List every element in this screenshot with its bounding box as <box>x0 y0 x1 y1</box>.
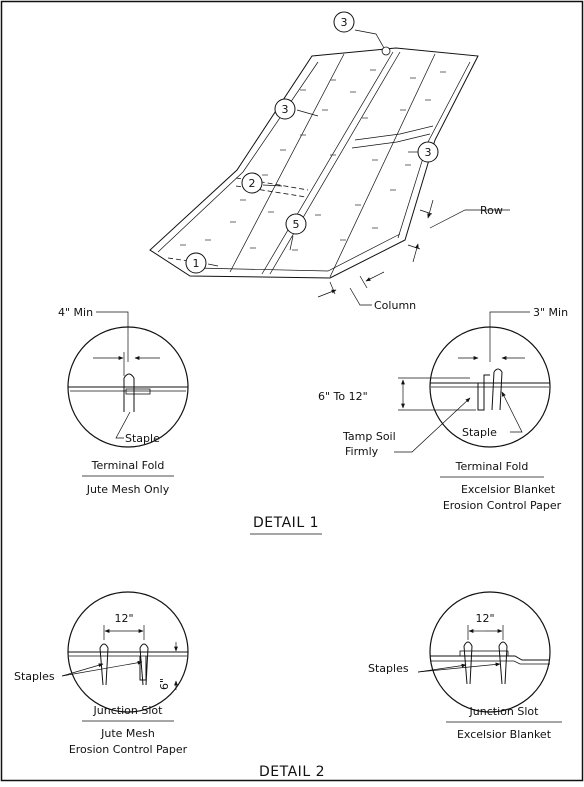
caption-erosion-control-paper-2: Erosion Control Paper <box>69 743 188 756</box>
callout-circle <box>285 213 307 235</box>
caption-jute-mesh: Jute Mesh <box>100 727 155 740</box>
strip-line <box>269 51 401 275</box>
staple-label-right: Staple <box>462 426 497 439</box>
caption-erosion-control-paper-1: Erosion Control Paper <box>443 499 562 512</box>
ground-line <box>430 660 550 665</box>
tamp-label-1: Tamp Soil <box>342 430 396 443</box>
caption-excelsior-blanket-2: Excelsior Blanket <box>457 728 552 741</box>
mesh-fold <box>125 388 151 395</box>
callout-number: 5 <box>293 218 300 231</box>
staples-label-left: Staples <box>14 670 55 683</box>
slope-bottom-inner-edge <box>195 233 401 272</box>
staple-shape <box>463 641 473 685</box>
callout-leader <box>207 263 219 267</box>
callout-leader <box>262 184 283 187</box>
dim-12-left-label: 12" <box>114 612 133 625</box>
ground-line <box>430 655 550 661</box>
column-label: Column <box>374 299 416 312</box>
strip-line <box>261 51 394 275</box>
row-leader <box>429 209 510 229</box>
callout-number: 1 <box>193 257 200 270</box>
caption-excelsior-blanket-1: Excelsior Blanket <box>461 483 556 496</box>
detail2-junction-slot-excelsior: 12" Staples Junction Slot Excelsior Blan… <box>368 591 562 741</box>
callout-leader <box>354 29 385 49</box>
detail1-terminal-fold-excelsior: 3" Min 6" To 12" Tamp Soil Firmly Staple… <box>318 306 568 512</box>
overlap-band <box>351 133 431 149</box>
strip-line <box>229 53 345 273</box>
detail1-title: DETAIL 1 <box>253 515 319 531</box>
callout-circle <box>241 172 263 194</box>
caption-terminal-fold-left: Terminal Fold <box>91 459 165 472</box>
min-3-label: 3" Min <box>533 306 568 319</box>
caption-terminal-fold-right: Terminal Fold <box>455 460 529 473</box>
caption-jute-mesh-only: Jute Mesh Only <box>86 483 170 496</box>
overlap-band <box>167 257 197 263</box>
staple-label-left: Staple <box>125 432 160 445</box>
dim-leader <box>489 311 530 362</box>
column-arrow <box>365 271 385 282</box>
strip-line <box>329 53 436 278</box>
staple-shape <box>498 641 508 685</box>
staples-leader <box>61 663 104 677</box>
dim-leader <box>96 311 129 362</box>
detail1-terminal-fold-jute: 4" Min Staple Terminal Fold Jute Mesh On… <box>58 306 189 496</box>
slope-outline <box>149 47 479 279</box>
slope-left-inner-edge <box>157 61 319 253</box>
staples-leader <box>61 660 143 677</box>
callout-circle <box>333 11 355 33</box>
row-extension <box>407 244 421 250</box>
dim-12-right-label: 12" <box>475 612 494 625</box>
callout-number: 3 <box>282 103 289 116</box>
tamp-label-2: Firmly <box>345 445 379 458</box>
staple-leader <box>501 391 523 433</box>
staple-leader <box>115 411 131 439</box>
caption-junction-slot-left: Junction Slot <box>93 704 164 717</box>
staples-leader <box>417 662 501 673</box>
trench-fold <box>477 374 490 411</box>
slope-perspective: Row Column 3 3 3 2 5 1 <box>149 11 510 312</box>
column-extension <box>359 275 368 289</box>
overlap-band <box>354 125 434 141</box>
callout-number: 3 <box>425 146 432 159</box>
detail2-junction-slot-jute: 12" 6" Staples Junction Slot Jute Mesh E… <box>14 591 189 756</box>
staple-shape <box>123 373 135 412</box>
column-leader <box>349 287 372 306</box>
callout-circle <box>417 141 439 163</box>
dim-6-label: 6" <box>158 678 171 690</box>
row-arrow <box>412 243 419 263</box>
staple-shape <box>139 643 149 686</box>
callout-point <box>381 46 391 56</box>
min-4-label: 4" Min <box>58 306 93 319</box>
staples-label-right: Staples <box>368 662 409 675</box>
row-label: Row <box>480 204 503 217</box>
tamp-leader <box>394 397 471 453</box>
callout-leader <box>289 235 294 251</box>
callout-circle <box>274 98 296 120</box>
column-arrow <box>317 289 337 298</box>
callout-circle <box>185 252 207 274</box>
range-6-12-label: 6" To 12" <box>318 390 368 403</box>
callout-number: 3 <box>341 16 348 29</box>
callout-leader <box>296 109 319 117</box>
staple-shape <box>491 368 503 411</box>
staples-leader <box>417 663 467 673</box>
detail2-title: DETAIL 2 <box>259 764 325 780</box>
row-arrow <box>427 199 434 219</box>
callout-number: 2 <box>249 177 256 190</box>
mulch-texture <box>180 69 446 251</box>
caption-junction-slot-right: Junction Slot <box>469 705 540 718</box>
blanket-overlap <box>459 650 509 657</box>
detail-circle <box>429 591 551 713</box>
